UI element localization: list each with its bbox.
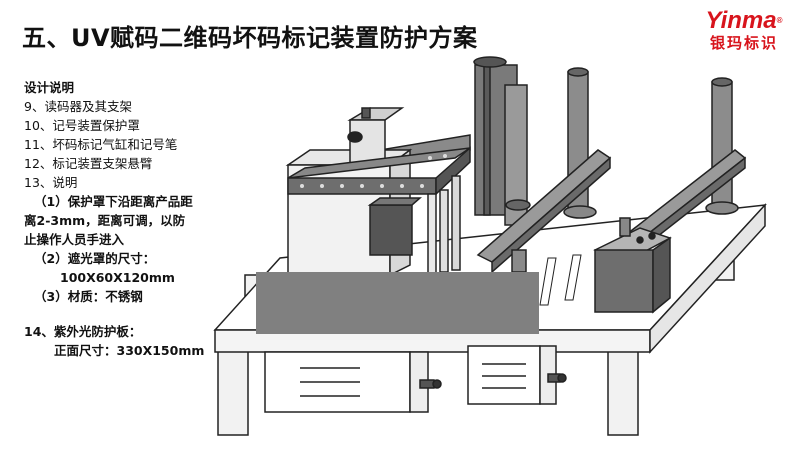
reader-hood bbox=[593, 217, 672, 314]
protection-cover-frame bbox=[287, 146, 471, 275]
design-notes: 设计说明 9、读码器及其支架 10、记号装置保护罩 11、坏码标记气缸和记号笔 … bbox=[24, 78, 224, 360]
post-back-right-base bbox=[705, 201, 739, 215]
note-item-14-size: 正面尺寸：330X150mm bbox=[54, 343, 205, 358]
note-sub1-line1: （1）保护罩下沿距离产品距 bbox=[34, 194, 193, 209]
reader-stand-foot bbox=[505, 199, 531, 211]
cylinder-top bbox=[347, 107, 405, 121]
marking-head bbox=[369, 204, 413, 256]
marking-head-top bbox=[367, 197, 422, 206]
uv-protection-plate bbox=[256, 272, 539, 334]
cylinder-port bbox=[347, 131, 363, 143]
product-strips bbox=[539, 254, 582, 306]
note-item-12: 12、标记装置支架悬臂 bbox=[24, 156, 153, 171]
note-sub2-line2: 100X60X120mm bbox=[60, 270, 175, 285]
reader-hood-sensor bbox=[619, 217, 631, 237]
drawer-left bbox=[264, 351, 442, 413]
frame-post-2 bbox=[439, 189, 449, 273]
frame-post-3 bbox=[451, 175, 461, 271]
note-item-14: 14、紫外光防护板： bbox=[24, 324, 142, 339]
reader-stand-slot bbox=[483, 64, 491, 216]
frame-hole bbox=[300, 184, 304, 188]
frame-hole bbox=[340, 184, 344, 188]
post-back-center-base bbox=[563, 205, 597, 219]
note-sub1-line3: 止操作人员手进入 bbox=[24, 232, 125, 247]
note-item-11: 11、坏码标记气缸和记号笔 bbox=[24, 137, 178, 152]
back-posts bbox=[563, 67, 739, 219]
frame-hole bbox=[360, 184, 364, 188]
frame-hole bbox=[420, 184, 424, 188]
frame-hole bbox=[428, 156, 432, 160]
brand-logo: Yinma® 银玛标识 bbox=[694, 7, 794, 53]
reader-hood-front bbox=[594, 249, 654, 313]
notes-heading: 设计说明 bbox=[24, 80, 75, 95]
marker-pen bbox=[511, 249, 527, 273]
logo-subtitle: 银玛标识 bbox=[709, 34, 778, 52]
frame-hole bbox=[400, 184, 404, 188]
drawer-left-knob-cap bbox=[432, 379, 442, 389]
reader-stand-knob bbox=[473, 56, 507, 68]
reader-stand bbox=[473, 56, 531, 226]
product-strip-2 bbox=[564, 254, 582, 301]
note-item-10: 10、记号装置保护罩 bbox=[24, 118, 140, 133]
note-item-9: 9、读码器及其支架 bbox=[24, 99, 132, 114]
note-sub2-line1: （2）遮光罩的尺寸： bbox=[34, 251, 156, 266]
drawer-left-knob bbox=[419, 379, 435, 389]
drawer-right bbox=[467, 345, 567, 405]
frame-post-1 bbox=[427, 193, 437, 275]
reader-hood-bolt-2 bbox=[648, 232, 656, 240]
table-leg-front-left bbox=[217, 349, 249, 436]
table-top-side-edge bbox=[649, 203, 766, 354]
frame-hole bbox=[320, 184, 324, 188]
note-sub3: （3）材质：不锈钢 bbox=[34, 289, 143, 304]
frame-side-bar bbox=[435, 146, 471, 196]
post-back-right-cap bbox=[711, 77, 733, 87]
note-sub1-line2: 离2-3mm，距离可调，以防 bbox=[24, 213, 186, 228]
product-strip-1 bbox=[539, 257, 557, 306]
table-leg-front-right bbox=[607, 349, 639, 436]
cantilever-arm-1-side bbox=[491, 156, 611, 274]
drawer-right-box bbox=[467, 345, 541, 405]
reader-hood-bolt-1 bbox=[636, 236, 644, 244]
frame-hole bbox=[443, 154, 447, 158]
drawer-right-knob-cap bbox=[557, 373, 567, 383]
cylinder-fitting bbox=[361, 107, 371, 119]
frame-holes bbox=[300, 154, 447, 188]
post-back-center-cap bbox=[567, 67, 589, 77]
marker-pen-body bbox=[511, 249, 527, 273]
frame-hole bbox=[380, 184, 384, 188]
page-title: 五、UV赋码二维码坏码标记装置防护方案 bbox=[22, 24, 478, 52]
reader-hood-side bbox=[652, 236, 671, 314]
note-item-13: 13、说明 bbox=[24, 175, 78, 190]
logo-brand: Yinma® bbox=[705, 7, 783, 34]
